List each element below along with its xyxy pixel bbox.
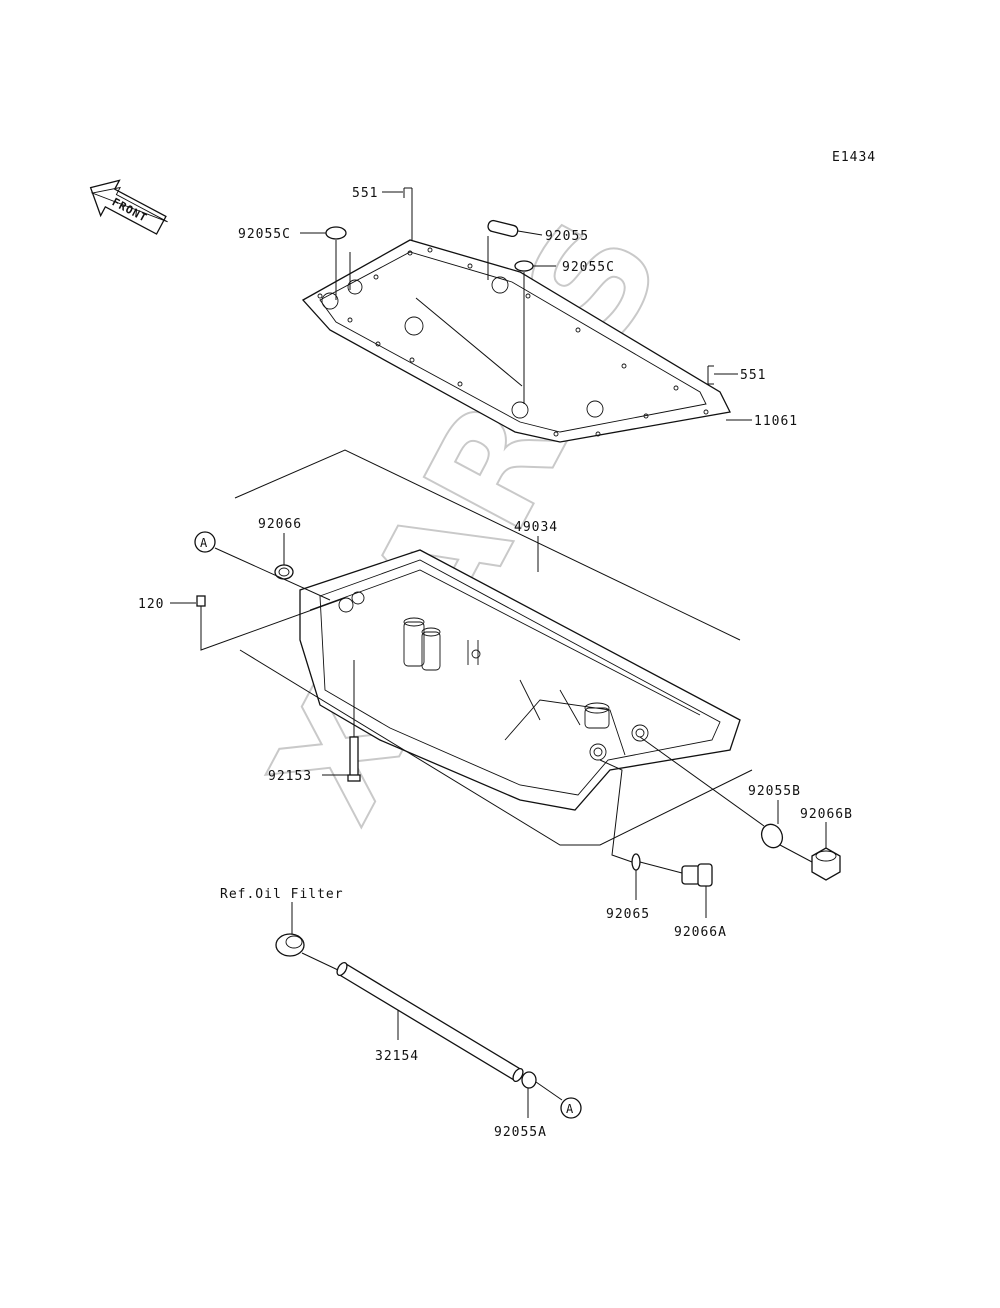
diagram-code: E1434 (832, 150, 876, 165)
svg-text:A: A (566, 1102, 574, 1116)
assembly-outline-top (234, 449, 741, 641)
label-92066: 92066 (258, 517, 302, 532)
label-92153: 92153 (268, 769, 312, 784)
callout-a-bottom: A (560, 1097, 582, 1119)
label-92055a: 92055A (494, 1125, 547, 1140)
label-32154: 32154 (375, 1049, 419, 1064)
o-ring-92055b (760, 823, 784, 849)
o-ring-92055c-right (514, 260, 534, 272)
o-ring-92055c-left (325, 226, 347, 240)
oil-pan-49034 (299, 549, 741, 811)
front-arrow-icon: FRONT (89, 179, 168, 235)
oil-filter-ref (275, 933, 305, 957)
label-92066b: 92066B (800, 807, 853, 822)
gasket-11061 (301, 239, 731, 443)
callout-a-top: A (194, 531, 216, 553)
o-ring-92055a (521, 1071, 537, 1089)
label-92055c-left: 92055C (238, 227, 291, 242)
assembly-outline-bottom (239, 649, 753, 846)
pipe-32154 (336, 961, 524, 1083)
label-11061: 11061 (754, 414, 798, 429)
label-92066a: 92066A (674, 925, 727, 940)
washer-92065 (631, 853, 641, 871)
svg-text:A: A (200, 536, 208, 550)
label-49034: 49034 (514, 520, 558, 535)
leader-lines (170, 187, 827, 1118)
plug-92066a (681, 863, 713, 887)
label-92065: 92065 (606, 907, 650, 922)
seal-92055 (487, 219, 519, 238)
label-92055c-right: 92055C (562, 260, 615, 275)
label-92055b: 92055B (748, 784, 801, 799)
label-ref-oil-filter: Ref.Oil Filter (220, 887, 344, 902)
label-92055: 92055 (545, 229, 589, 244)
label-551-top: 551 (352, 186, 378, 201)
label-551-right: 551 (740, 368, 766, 383)
bolt-120 (196, 595, 206, 616)
label-120: 120 (138, 597, 164, 612)
plug-92066b (811, 847, 841, 881)
bolt-92153 (347, 736, 361, 782)
